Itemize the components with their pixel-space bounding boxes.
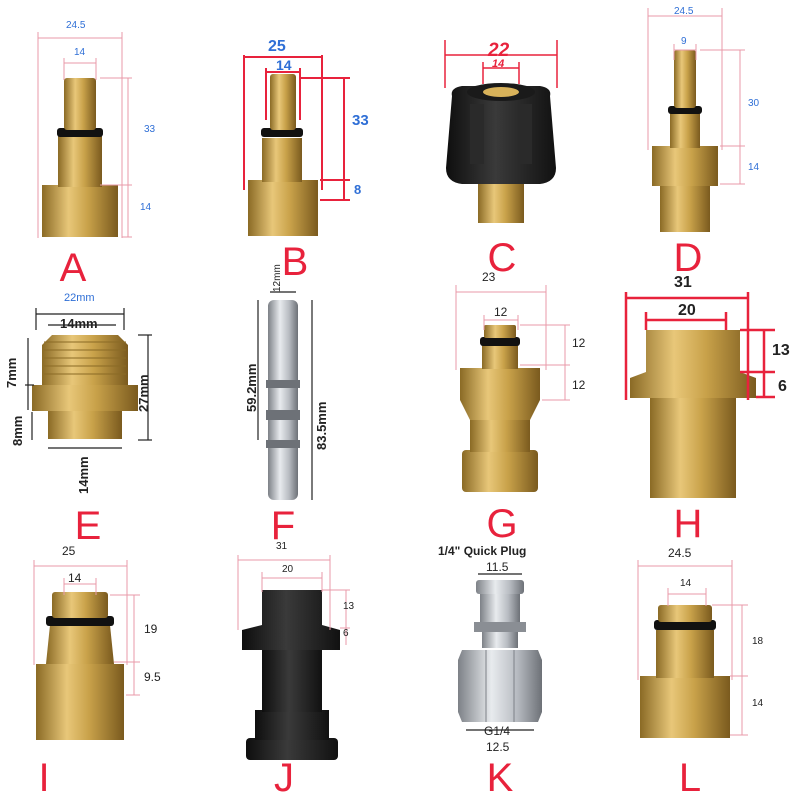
dimension-label: 33: [144, 124, 156, 135]
dimension-label: 14: [74, 47, 86, 58]
item-letter: B: [281, 240, 309, 284]
adapter-a-drawing: [37, 32, 132, 238]
dimension-label: 27mm: [136, 374, 151, 412]
adapter-g-drawing: [455, 285, 570, 492]
dimension-label: 9.5: [144, 670, 161, 684]
product-caption: 1/4" Quick Plug: [438, 544, 527, 558]
dimension-label: 19: [144, 622, 158, 636]
dimension-label: 25: [62, 544, 76, 558]
item-letter: J: [274, 756, 294, 800]
dimension-label: 14: [492, 58, 505, 70]
item-letter: L: [678, 756, 702, 800]
dimension-label: 13: [772, 342, 790, 359]
item-letter: H: [673, 502, 703, 546]
dimension-label: 31: [674, 274, 692, 291]
dimension-label: 20: [678, 302, 696, 319]
dimension-label: 24.5: [674, 6, 694, 17]
item-letter: C: [487, 236, 517, 280]
dimension-label: 8: [354, 182, 362, 197]
dimension-label: 25: [268, 38, 286, 55]
dimension-label: 12: [572, 378, 586, 392]
dimension-label: 14: [276, 57, 292, 73]
adapter-l-drawing: [637, 560, 748, 738]
dimension-label: 12: [494, 305, 508, 319]
adapter-h-drawing: [624, 292, 775, 498]
dimension-label: 12: [572, 336, 586, 350]
item-letter: K: [486, 756, 514, 800]
dimension-label: 83.5mm: [314, 401, 329, 450]
item-letter: A: [59, 246, 87, 290]
dimension-label: 7mm: [4, 357, 19, 388]
dimension-label: 31: [276, 541, 288, 552]
dimension-label: 14mm: [60, 316, 98, 331]
adapter-c-drawing: [444, 40, 558, 223]
dimension-label: 14: [748, 162, 760, 173]
dimension-label: 12.5: [486, 740, 510, 754]
adapter-d-drawing: [647, 8, 745, 232]
dimension-label: 14: [752, 698, 764, 709]
dimension-label: 22mm: [64, 292, 95, 304]
adapter-b-drawing: [243, 55, 350, 236]
dimension-label: G1/4: [484, 724, 511, 738]
dimension-label: 6: [343, 628, 349, 639]
item-letter: D: [673, 236, 703, 280]
dimension-label: 14mm: [76, 456, 91, 494]
adapter-k-drawing: [458, 573, 542, 731]
dimension-label: 24.5: [668, 546, 692, 560]
dimension-label: 22: [488, 40, 510, 61]
dimension-label: 14: [140, 202, 152, 213]
dimension-label: 14: [68, 571, 82, 585]
dimension-label: 13: [343, 601, 355, 612]
adapter-i-drawing: [33, 560, 140, 740]
dimension-label: 9: [681, 36, 687, 47]
dimension-label: 14: [680, 578, 692, 589]
dimension-label: 59.2mm: [244, 363, 259, 412]
dimension-label: 23: [482, 270, 496, 284]
dimension-label: 8mm: [10, 415, 25, 446]
item-letter: G: [486, 502, 518, 546]
adapter-e-drawing: [25, 308, 152, 449]
dimension-label: 33: [352, 112, 369, 129]
item-letter: F: [270, 504, 296, 548]
dimension-label: 18: [752, 636, 764, 647]
dimension-label: 6: [778, 378, 787, 395]
dimension-label: 24.5: [66, 20, 86, 31]
dimension-label: 30: [748, 98, 760, 109]
dimension-label: 20: [282, 564, 294, 575]
dimension-label: 11.5: [486, 560, 509, 574]
adapter-j-drawing: [237, 555, 350, 760]
adapter-f-drawing: [257, 291, 313, 500]
dimension-label: 12mm: [272, 264, 283, 292]
item-letter: E: [74, 504, 102, 548]
item-letter: I: [38, 756, 50, 800]
